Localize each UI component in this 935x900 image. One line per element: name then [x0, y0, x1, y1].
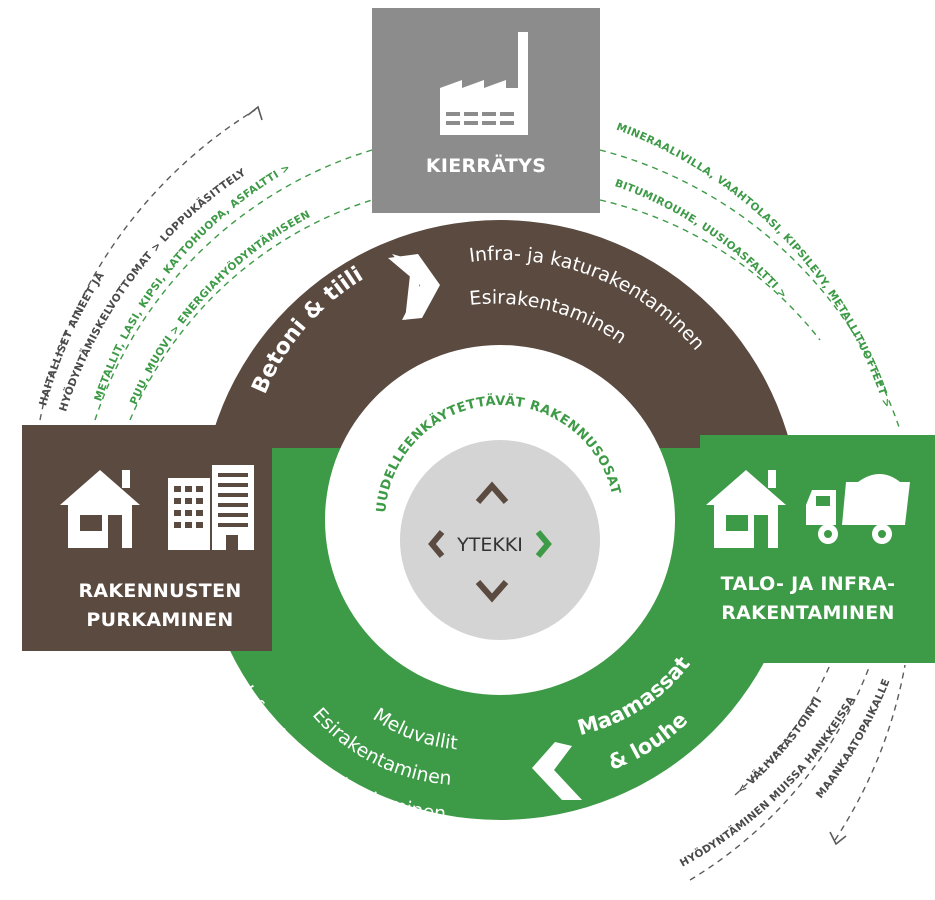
house-icon	[706, 470, 786, 548]
bottom-arc-arrowhead	[829, 831, 847, 846]
green-ring-arrow	[532, 742, 582, 800]
center-circle	[400, 440, 600, 640]
left-arc-dashed-gray	[39, 109, 256, 421]
brown-ring-arrow	[388, 254, 440, 320]
bottom-arc-dashed-3	[834, 664, 906, 841]
logo-left-chevron	[428, 530, 445, 558]
house-icon	[60, 470, 140, 548]
bottom-arc-label-interim-storage: < VÄLIVARASTOINTI	[735, 695, 824, 796]
dump-truck-icon	[806, 474, 910, 544]
construction-title-line1: TALO- JA INFRA-	[721, 573, 896, 595]
chevron-down-icon	[475, 580, 509, 603]
chevron-up-icon	[475, 481, 509, 504]
bottom-arc-dashed-1	[734, 664, 831, 796]
demolition-title-line1: RAKENNUSTEN	[78, 580, 241, 602]
bottom-arc-dashed-2	[689, 664, 871, 881]
right-arc-dashed-green-1	[599, 149, 901, 431]
right-arc-dashed-green-2	[599, 199, 821, 341]
building-icon	[168, 465, 254, 550]
demolition-title-line2: PURKAMINEN	[86, 609, 233, 631]
logo-text: YTEKKI	[456, 534, 523, 556]
construction-title-line2: RAKENTAMINEN	[721, 602, 895, 624]
left-arc-dashed-green-1	[94, 149, 373, 421]
brown-ring	[208, 220, 792, 448]
left-arc-dashed-green-2	[129, 199, 373, 421]
recycling-title: KIERRÄTYS	[426, 153, 546, 177]
left-arc-arrowhead	[247, 105, 263, 121]
logo-right-chevron	[535, 530, 552, 558]
factory-icon	[440, 32, 528, 135]
